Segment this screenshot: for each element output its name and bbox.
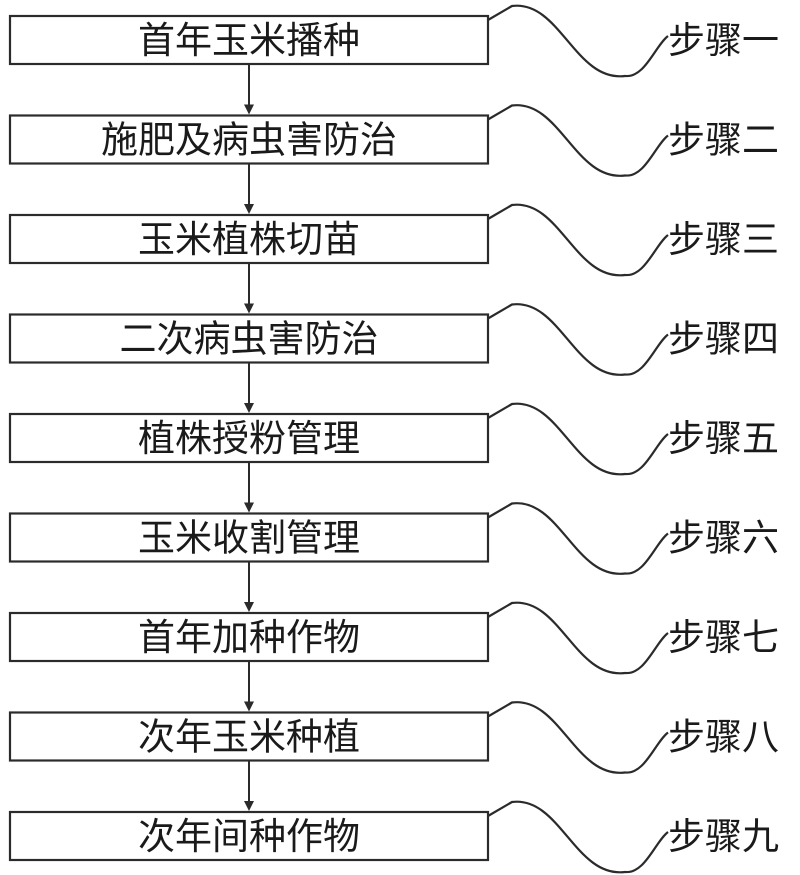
step-label: 步骤一 (668, 19, 779, 62)
step-label: 步骤六 (668, 517, 779, 560)
step-box-5: 植株授粉管理 (8, 412, 490, 464)
step-label: 步骤二 (668, 119, 779, 162)
flow-arrow (244, 661, 254, 712)
leader-wave (487, 104, 669, 177)
step-label: 步骤七 (668, 616, 779, 659)
leader-wave (487, 4, 669, 78)
step-label: 步骤九 (668, 815, 779, 858)
step-box-frame (8, 810, 490, 862)
step-text: 首年玉米播种 (138, 19, 360, 62)
step-text: 玉米植株切苗 (138, 218, 360, 261)
step-box-frame (8, 14, 490, 66)
flow-arrow (244, 263, 254, 314)
flow-arrow (244, 64, 254, 115)
step-text: 施肥及病虫害防治 (101, 119, 397, 162)
step-box-frame (8, 114, 490, 165)
step-box-3: 玉米植株切苗 (8, 213, 490, 265)
step-box-7: 首年加种作物 (8, 611, 490, 663)
flow-arrow (244, 362, 254, 413)
step-text: 次年间种作物 (138, 815, 360, 858)
leader-wave (487, 601, 669, 675)
arrows-layer (244, 64, 254, 811)
flow-arrow (244, 760, 254, 811)
step-label: 步骤四 (668, 318, 779, 361)
flow-arrow (244, 561, 254, 612)
step-box-4: 二次病虫害防治 (8, 313, 490, 364)
flow-arrow (244, 462, 254, 513)
step-box-8: 次年玉米种植 (8, 711, 490, 762)
step-text: 植株授粉管理 (138, 417, 360, 460)
leader-wave (487, 800, 669, 874)
leader-wave (487, 701, 669, 774)
flow-arrow (244, 163, 254, 214)
step-box-frame (8, 711, 490, 762)
step-box-2: 施肥及病虫害防治 (8, 114, 490, 165)
step-box-frame (8, 313, 490, 364)
leader-wave (487, 402, 669, 476)
leader-wave (487, 303, 669, 376)
step-label: 步骤三 (668, 218, 779, 261)
step-label: 步骤五 (668, 417, 779, 460)
step-box-6: 玉米收割管理 (8, 512, 490, 563)
step-text: 玉米收割管理 (138, 517, 360, 560)
step-box-frame (8, 512, 490, 563)
step-text: 次年玉米种植 (138, 716, 360, 759)
leader-wave (487, 203, 669, 277)
step-text: 首年加种作物 (138, 616, 360, 659)
step-box-1: 首年玉米播种 (8, 14, 490, 66)
step-box-9: 次年间种作物 (8, 810, 490, 862)
step-text: 二次病虫害防治 (120, 318, 379, 361)
leader-wave (487, 502, 669, 575)
step-label: 步骤八 (668, 716, 779, 759)
